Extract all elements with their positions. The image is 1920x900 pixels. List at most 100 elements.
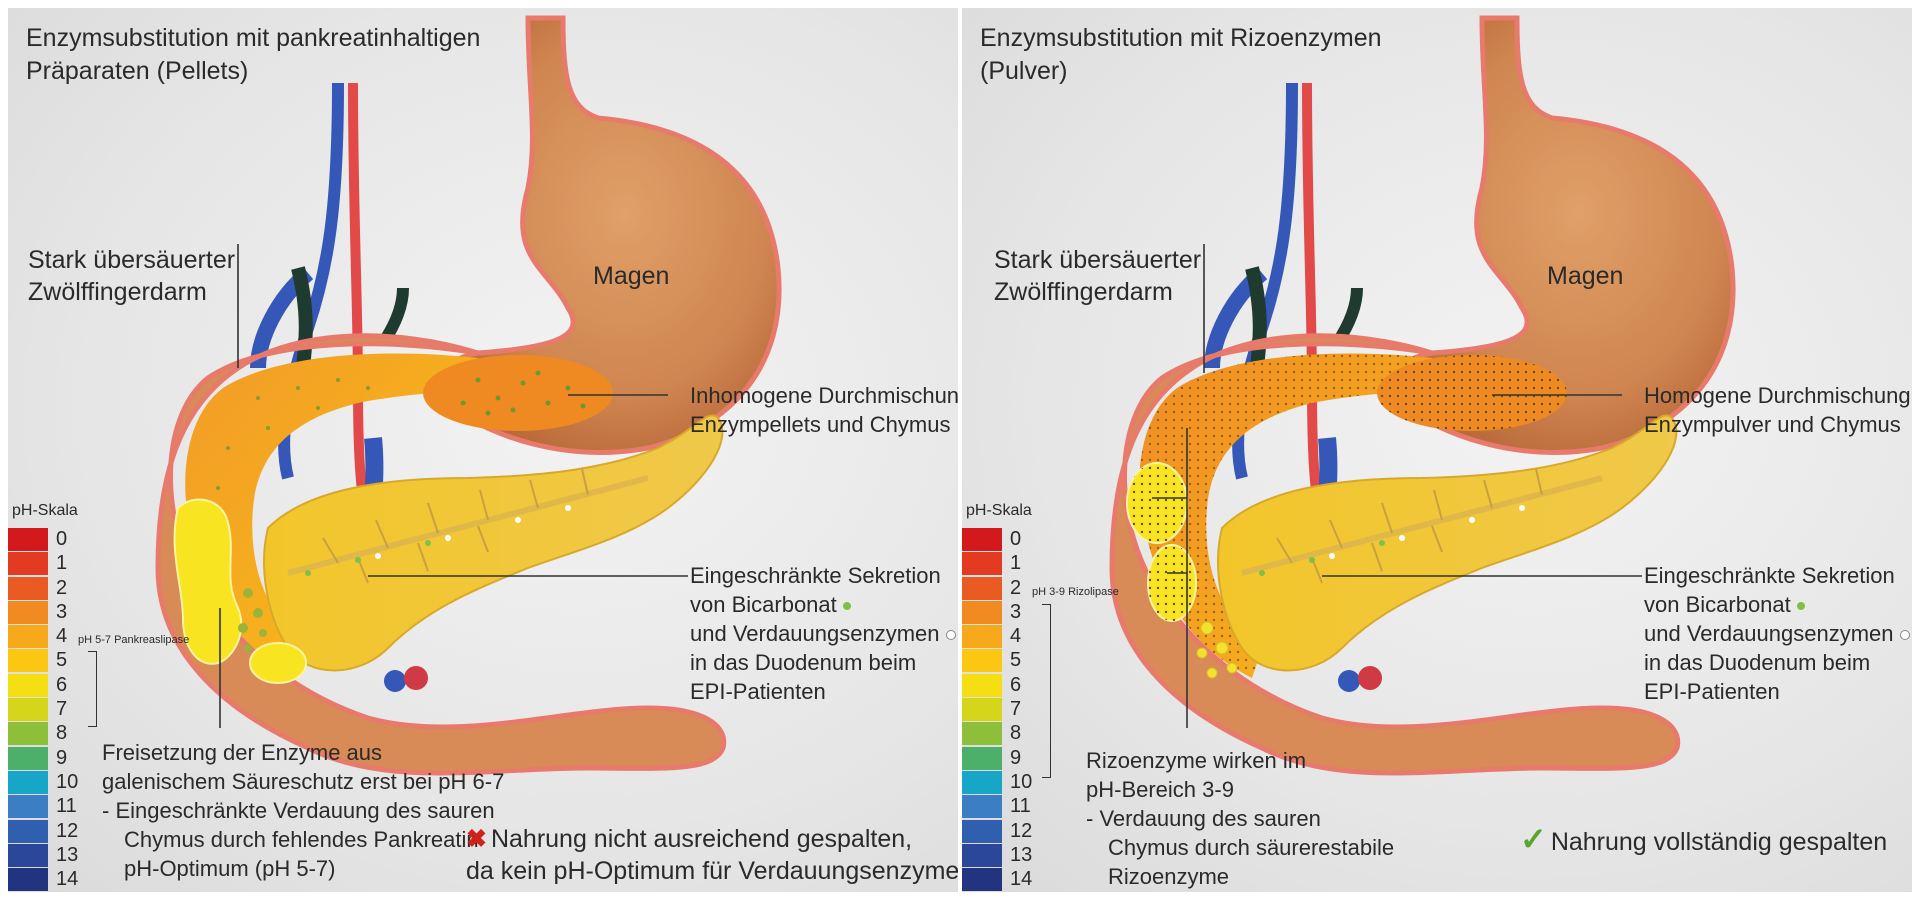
bicarbonate-dot-icon [842,602,851,611]
duodenum-label: Stark übersäuerter Zwölffingerdarm [994,246,1202,306]
mixing-label: Inhomogene Durchmischung Enzympellets un… [690,383,958,437]
panel-title: Enzymsubstitution mit pankreatinhaltigen… [26,22,480,88]
duodenum-acidic [185,353,478,678]
pellet-release-blob-2 [249,642,307,684]
duodenum-label: Stark übersäuerter Zwölffingerdarm [28,246,236,306]
mixing-label: Homogene Durchmischung Enzympulver und C… [1644,383,1911,437]
release-label: Freisetzung der Enzyme aus galenischem S… [102,740,505,881]
ph-scale-title: pH-Skala [966,502,1032,519]
ph-scale-title: pH-Skala [12,502,78,519]
ph-swatch [962,746,1002,770]
ph-swatch [8,819,48,843]
ph-value: 7 [1010,698,1022,721]
bicarbonate-dots [305,540,431,576]
ph-swatch [8,722,48,746]
ph-swatch [962,649,1002,673]
ph-value: 8 [1010,722,1022,745]
title-line1: Enzymsubstitution mit Rizoenzymen [980,24,1382,52]
ph-value: 1 [1010,552,1022,575]
ph-value: 12 [56,819,79,842]
ph-swatch [962,600,1002,624]
bicarbonate-dots [1259,540,1385,576]
ph-value: 1 [56,552,68,575]
ph-range-bracket [88,651,97,727]
ph-swatch [8,600,48,624]
ph-value: 14 [56,868,79,891]
enzyme-powder-duodenum [1139,353,1432,678]
ph-swatch [8,673,48,697]
digestive-illustration-pellets [155,15,782,776]
title-line1: Enzymsubstitution mit pankreatinhaltigen [26,24,481,52]
verdict: ✖Nahrung nicht ausreichend gespalten, da… [466,825,958,885]
ph-value: 10 [56,770,79,793]
verdict: ✓Nahrung vollständig gespalten [1520,821,1888,857]
ph-swatch [962,868,1002,892]
ph-swatch [962,698,1002,722]
chyme-stomach [423,355,613,431]
enzyme-white-dots [375,505,571,559]
ph-value: 13 [1010,843,1033,866]
title-line2: (Pulver) [980,57,1068,85]
ph-range-note: pH 3-9 Rizolipase [1032,586,1119,598]
title-line2: Präparaten (Pellets) [26,57,249,85]
ph-value: 7 [56,698,68,721]
ph-value: 6 [1010,673,1022,696]
bicarbonate-dot-icon [1796,602,1805,611]
ph-swatch [8,843,48,867]
ph-swatch [8,625,48,649]
ph-swatch [8,576,48,600]
stomach-shape [432,15,782,455]
check-icon: ✓ [1520,821,1547,857]
ph-value: 14 [1010,868,1033,891]
ph-value: 5 [1010,649,1022,672]
enzyme-dot-icon [1899,630,1910,641]
ph-value: 11 [1010,795,1031,818]
ph-range-bracket [1042,604,1051,778]
ph-value: 2 [1010,576,1022,599]
enzyme-dot-icon [945,630,956,641]
enzyme-white-dots [1329,505,1525,559]
stomach-shape [1386,15,1736,455]
panel-title: Enzymsubstitution mit Rizoenzymen (Pulve… [980,22,1382,88]
pellet-release-blob [173,498,243,665]
ph-swatch [8,698,48,722]
ph-value: 8 [56,722,68,745]
digestive-illustration-rizoenzymes [1109,15,1736,776]
ph-swatch [962,770,1002,794]
ph-value: 13 [56,843,79,866]
ph-value: 5 [56,649,68,672]
secretion-label: Eingeschränkte Sekretion von Bicarbonat … [1644,561,1910,706]
ph-swatch [8,868,48,892]
stomach-label: Magen [1547,262,1624,290]
ph-value: 4 [1010,625,1022,648]
ph-swatch [962,552,1002,576]
cross-icon: ✖ [466,825,487,853]
ph-value: 3 [56,600,68,623]
pancreas-shape [1217,414,1678,672]
stomach-label: Magen [593,262,670,290]
panel-pellets: Enzymsubstitution mit pankreatinhaltigen… [8,8,958,892]
ph-value: 12 [1010,819,1033,842]
ph-swatch [962,625,1002,649]
rizoenzyme-label: Rizoenzyme wirken im pH-Bereich 3-9 - Ve… [1086,748,1395,889]
ph-value: 0 [1010,528,1022,550]
ph-swatch [8,528,48,551]
artery-vessel [1302,82,1322,499]
ph-swatch [962,722,1002,746]
enzyme-pellets-duodenum [216,378,370,490]
intestine-loop [155,333,727,776]
leader-lines [1152,244,1642,728]
ph-value: 6 [56,673,68,696]
pancreas-shape [263,414,724,672]
ph-swatch [962,819,1002,843]
ph-range-note: pH 5-7 Pankreaslipase [78,634,190,646]
ph-swatch [962,528,1002,551]
intestine-loop [1109,333,1681,776]
ph-value: 4 [56,625,68,648]
ph-swatch [962,673,1002,697]
ph-value: 10 [1010,770,1033,793]
ph-value: 3 [1010,600,1022,623]
leader-lines [219,244,688,728]
ph-swatch [8,770,48,794]
ph-value: 11 [56,795,77,818]
